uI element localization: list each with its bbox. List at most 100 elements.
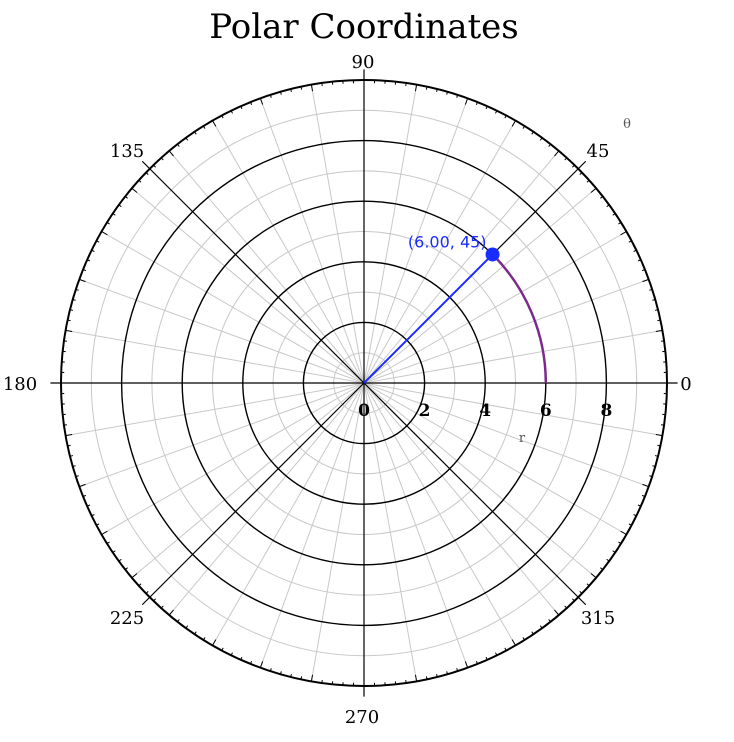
angle-tick	[280, 91, 282, 95]
angle-tick	[495, 652, 498, 656]
angle-label-135: 135	[110, 141, 144, 162]
minor-spoke	[65, 329, 365, 384]
r-axis-symbol: r	[519, 431, 526, 446]
angle-tick	[618, 222, 622, 225]
angle-tick	[572, 598, 575, 602]
minor-spoke	[212, 382, 365, 646]
angle-tick	[101, 231, 108, 236]
angle-tick	[106, 222, 110, 225]
angle-tick	[649, 475, 653, 478]
angle-tick	[628, 523, 632, 526]
angle-tick	[86, 504, 91, 507]
angle-tick	[531, 631, 534, 635]
angle-tick	[203, 125, 206, 129]
angle-tick	[112, 550, 116, 553]
angle-tick	[168, 609, 174, 616]
angle-tick	[153, 598, 156, 602]
radial-label-0: 0	[358, 401, 370, 421]
angle-tick	[655, 433, 663, 437]
angle-tick	[212, 639, 217, 646]
angle-tick	[531, 131, 534, 135]
angle-tick	[168, 150, 174, 157]
radius-line	[363, 253, 494, 384]
angle-tick	[290, 673, 292, 678]
minor-spoke	[310, 382, 365, 682]
major-spoke	[141, 382, 365, 606]
major-spoke	[363, 382, 587, 606]
minor-spoke	[363, 120, 516, 384]
angle-tick	[446, 671, 448, 675]
angle-tick	[230, 652, 233, 656]
angle-tick	[652, 299, 656, 301]
angle-tick	[504, 115, 507, 119]
angle-tick	[124, 196, 128, 199]
minor-spoke	[363, 187, 597, 384]
angle-label-90: 90	[352, 52, 375, 73]
chart-title: Polar Coordinates	[209, 7, 518, 47]
angle-tick	[612, 213, 616, 216]
minor-spoke	[363, 382, 627, 535]
angle-tick	[259, 661, 264, 668]
angle-tick	[69, 455, 74, 457]
tick-marks	[61, 80, 667, 686]
angle-tick	[606, 204, 610, 208]
angle-tick	[654, 309, 659, 311]
angle-tick	[290, 88, 292, 93]
minor-spoke	[363, 329, 663, 384]
angle-tick	[160, 605, 164, 609]
angle-tick	[72, 465, 76, 467]
angle-tick	[620, 231, 627, 236]
angle-tick	[145, 172, 149, 175]
angle-label-225: 225	[110, 608, 144, 629]
angle-tick	[101, 530, 108, 535]
angle-tick	[456, 668, 459, 672]
angle-tick	[618, 541, 622, 544]
angle-tick	[586, 179, 590, 183]
minor-spoke	[363, 278, 649, 384]
angle-tick	[269, 94, 272, 98]
angle-tick	[548, 619, 551, 623]
angle-tick	[269, 668, 272, 672]
angle-tick	[548, 143, 551, 147]
angle-tick	[485, 656, 488, 661]
angle-tick	[300, 86, 303, 90]
minor-spoke	[101, 382, 365, 535]
angle-label-45: 45	[587, 141, 610, 162]
angle-tick	[425, 676, 428, 680]
angle-tick	[72, 299, 76, 301]
angle-tick	[642, 483, 649, 488]
angle-label-0: 0	[680, 374, 691, 395]
angle-tick	[652, 465, 656, 467]
angle-tick	[590, 187, 597, 193]
angle-tick	[96, 240, 100, 243]
angle-tick	[642, 278, 649, 283]
angle-tick	[106, 541, 110, 544]
minor-spoke	[363, 382, 597, 579]
angle-tick	[579, 591, 583, 594]
angle-tick	[657, 319, 661, 322]
angle-tick	[637, 259, 642, 262]
angle-tick	[539, 137, 543, 141]
angle-tick	[485, 105, 488, 110]
angle-tick	[177, 619, 180, 623]
angle-tick	[259, 98, 264, 105]
angle-tick	[464, 98, 469, 105]
angle-tick	[456, 94, 459, 98]
minor-spoke	[363, 231, 627, 384]
minor-spoke	[363, 84, 418, 384]
major-spoke	[141, 160, 365, 384]
minor-spoke	[101, 231, 365, 384]
angle-tick	[612, 550, 616, 553]
point-label: (6.00, 45)	[408, 232, 487, 251]
angle-tick	[240, 105, 243, 110]
angle-tick	[67, 319, 71, 322]
angle-tick	[82, 269, 87, 272]
minor-spoke	[363, 382, 516, 646]
angle-tick	[124, 567, 128, 570]
angle-tick	[118, 204, 122, 208]
angle-tick	[75, 475, 79, 478]
minor-spoke	[363, 98, 469, 384]
angle-tick	[600, 567, 604, 570]
angle-tick	[590, 573, 597, 579]
